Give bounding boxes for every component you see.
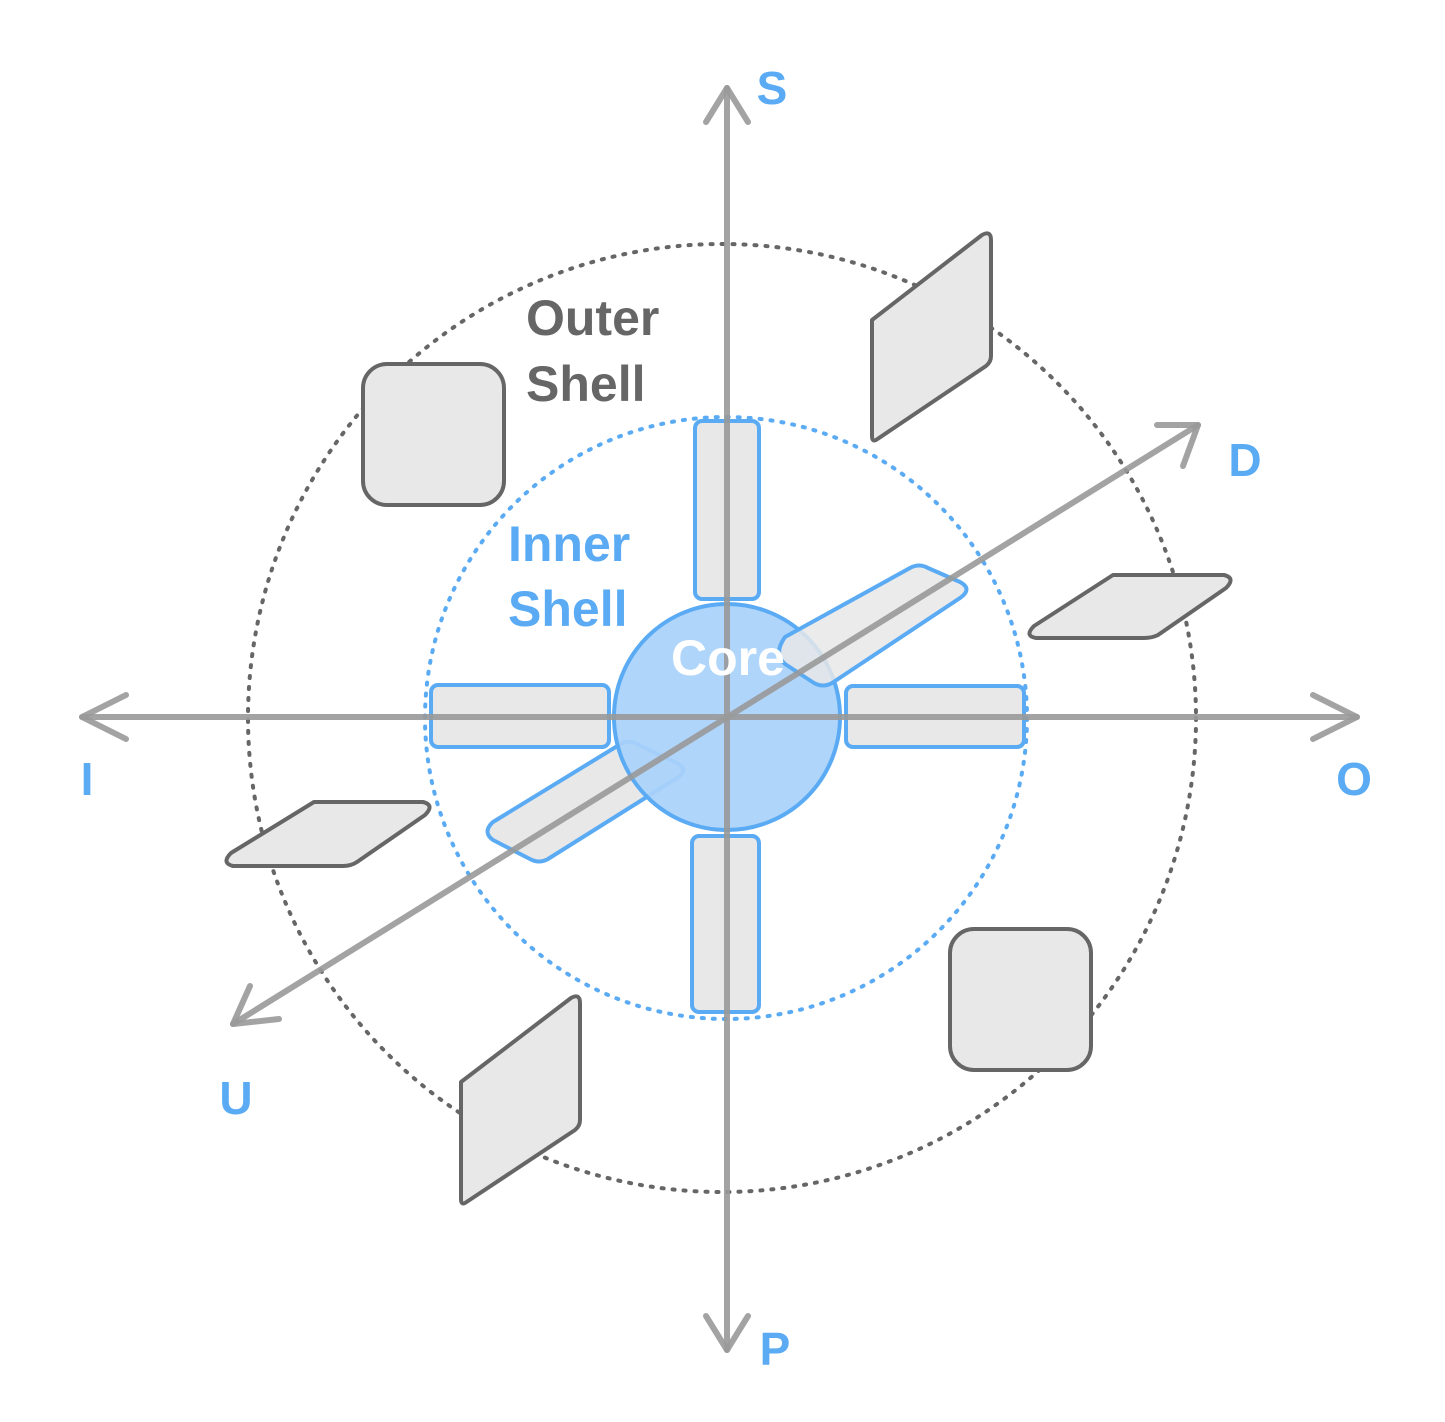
outer-shell-label-line1: Outer	[526, 290, 659, 346]
axis-label-p: P	[760, 1323, 791, 1375]
inner-shell-label-line1: Inner	[508, 516, 630, 572]
outer-block-left	[224, 800, 432, 868]
outer-block-bottom-left	[459, 994, 582, 1206]
arrow-head-u	[230, 983, 282, 1027]
outer-block-top-right	[870, 231, 993, 443]
outer-shell-label-line2: Shell	[526, 356, 645, 412]
axis-label-o: O	[1336, 753, 1372, 805]
arrow-head-d	[1154, 422, 1201, 469]
arrow-head-o	[1310, 692, 1360, 742]
axis-label-s: S	[757, 62, 788, 114]
axis-label-i: I	[81, 753, 94, 805]
axis-label-u: U	[219, 1072, 252, 1124]
arrow-head-p	[703, 1313, 751, 1353]
axis-diagonal	[230, 422, 1201, 1027]
outer-block-bottom-right	[948, 927, 1093, 1072]
arrow-head-s	[703, 85, 751, 125]
axes	[79, 85, 1360, 1353]
inner-shell-label-line2: Shell	[508, 581, 627, 637]
arrow-head-i	[79, 692, 129, 742]
outer-block-right	[1027, 573, 1233, 640]
core-label: Core	[671, 630, 785, 686]
axis-label-d: D	[1228, 434, 1261, 486]
outer-block-top-left	[361, 362, 506, 507]
